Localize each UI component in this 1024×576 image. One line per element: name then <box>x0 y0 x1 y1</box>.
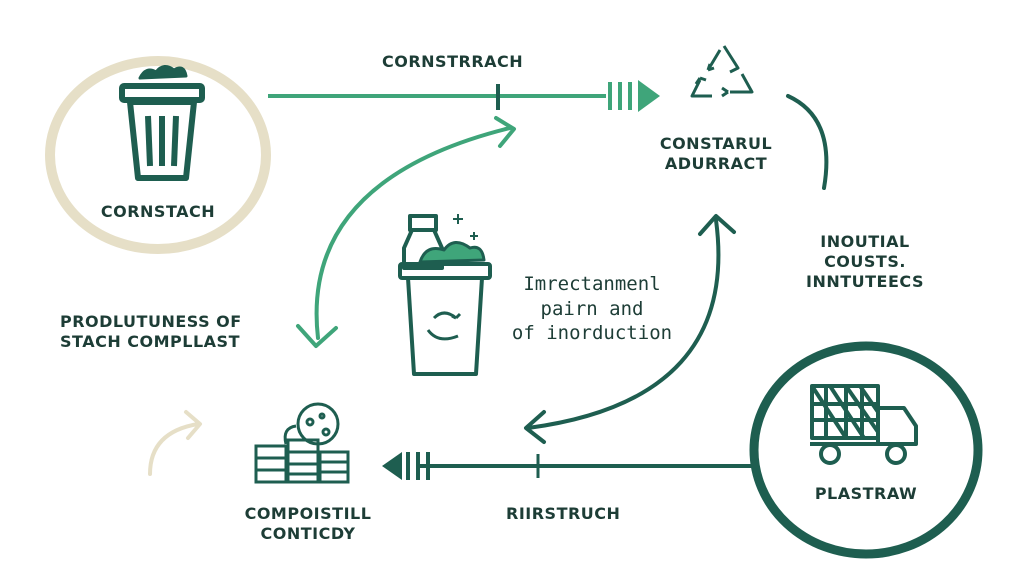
truck-node-label: PLASTRAW <box>814 484 918 503</box>
right-annotation: INOUTIAL COUSTS. INNTUTEECS <box>790 232 940 292</box>
left-annotation-line1: PRODLUTUNESS OF <box>60 312 242 331</box>
bottom-edge-label: RIIRSTRUCH <box>506 504 621 523</box>
right-annotation-line3: INNTUTEECS <box>806 272 924 291</box>
dark-curve-arrowhead-top <box>698 214 736 236</box>
trash-node-ring <box>45 56 271 254</box>
bin-caption: Imrectanmenl pairn and of inorduction <box>502 272 682 346</box>
top-connector-arrowhead <box>608 80 660 112</box>
beige-arrowhead <box>184 410 202 440</box>
left-annotation: PRODLUTUNESS OF STACH COMPLLAST <box>60 312 242 352</box>
sparkle-icon <box>453 214 478 240</box>
green-curve-arrowhead-top <box>494 116 516 148</box>
green-curve-arrow <box>314 126 512 340</box>
recycle-icon <box>690 45 754 98</box>
coins-node-label: COMPOISTILL CONTICDY <box>218 504 398 544</box>
bottom-connector <box>382 452 752 480</box>
trash-node <box>45 56 271 254</box>
trash-node-label: CORNSTACH <box>100 202 216 221</box>
left-annotation-line2: STACH COMPLLAST <box>60 332 240 351</box>
bottom-connector-arrowhead <box>382 452 430 480</box>
top-edge-label: CORNSTRRACH <box>382 52 524 71</box>
coins-icon <box>254 402 350 484</box>
bin-caption-line1: Imrectanmenl <box>523 273 661 295</box>
green-curve-arrowhead-bottom <box>296 324 338 348</box>
dark-curve-arrowhead-bottom <box>524 410 546 444</box>
bin-caption-line2: pairn and <box>540 297 644 320</box>
recycle-node-label-line2: ADURRACT <box>664 154 768 173</box>
coins-node-label-line1: COMPOISTILL <box>244 504 372 523</box>
trash-can-icon <box>119 65 205 181</box>
truck-icon <box>810 384 918 465</box>
coins-node-label-line2: CONTICDY <box>260 524 356 543</box>
truck-node-ring <box>749 341 983 559</box>
recycle-arc <box>786 94 829 190</box>
compost-bin-icon <box>398 214 492 376</box>
beige-arrow <box>148 422 200 476</box>
recycle-node-label-line1: CONSTARUL <box>659 134 773 153</box>
top-connector <box>268 80 660 112</box>
dark-curve-arrow <box>526 218 721 430</box>
right-annotation-line2: COUSTS. <box>824 252 906 271</box>
truck-node <box>749 341 983 559</box>
right-annotation-line1: INOUTIAL <box>820 232 910 251</box>
recycle-node-label: CONSTARUL ADURRACT <box>626 134 806 174</box>
bin-caption-line3: of inorduction <box>511 322 673 345</box>
